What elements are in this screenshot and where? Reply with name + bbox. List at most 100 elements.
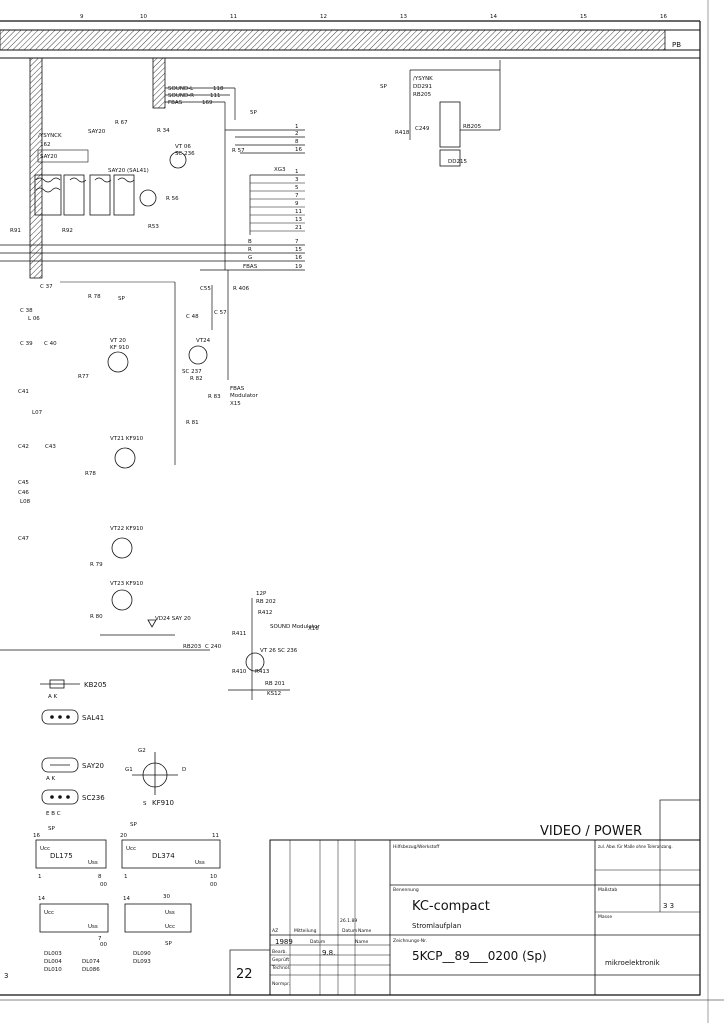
svg-text:G1: G1 [125,767,133,773]
legend-sal41: SAL41 [41,709,104,725]
svg-text:S: S [143,801,147,807]
drawing-number: 5KCP__89___0200 (Sp) [412,949,547,963]
svg-text:DL086: DL086 [82,967,100,973]
svg-text:Zeichnungs-Nr.: Zeichnungs-Nr. [393,938,427,944]
svg-text:Ucc: Ucc [165,924,175,930]
svg-text:SAY20 (SAL41): SAY20 (SAL41) [108,168,149,174]
svg-text:C45: C45 [18,480,29,486]
svg-text:14: 14 [38,896,45,902]
svg-text:3: 3 [4,972,8,980]
svg-text:R 83: R 83 [208,394,221,400]
svg-text:VT22 KF910: VT22 KF910 [110,526,144,532]
svg-text:1: 1 [38,874,42,880]
svg-text:DL374: DL374 [152,852,175,860]
svg-text:C 37: C 37 [40,284,53,290]
svg-text:Uss: Uss [88,860,98,866]
bus-label: PB [672,41,681,49]
svg-text:16: 16 [660,14,667,20]
sig-fbas: FBAS [243,264,258,270]
svg-text:9: 9 [80,14,84,20]
svg-text:L08: L08 [20,499,31,505]
title-block: VIDEO / POWER Hilfsbezug/Werkstoff zul. … [229,799,701,996]
svg-text:21: 21 [295,225,302,231]
svg-text:C 38: C 38 [20,308,33,314]
svg-text:12: 12 [320,14,327,20]
svg-text:Ucc: Ucc [44,910,54,916]
svg-text:SC236: SC236 [82,794,105,802]
svg-text:11: 11 [295,209,302,215]
svg-text:R92: R92 [62,228,73,234]
svg-text:3: 3 [295,177,299,183]
svg-text:R91: R91 [10,228,21,234]
svg-text:26.1.89: 26.1.89 [340,918,357,924]
svg-text:SAY20: SAY20 [82,762,104,770]
svg-text:R411: R411 [232,631,246,637]
svg-text:KB205: KB205 [84,681,107,689]
sig-b: B [248,239,252,245]
legend-sc236: SC236 E B C [41,789,105,817]
svg-text:Hilfsbezug/Werkstoff: Hilfsbezug/Werkstoff [393,844,440,850]
svg-text:Technol.: Technol. [271,965,290,971]
svg-text:00: 00 [100,882,107,888]
svg-text:11: 11 [212,833,219,839]
svg-text:Uss: Uss [195,860,205,866]
svg-text:1989: 1989 [275,938,293,946]
svg-text:Ucc: Ucc [40,846,50,852]
conn-sound-r: SOUND-R [168,93,194,99]
svg-text:VT 26 SC 236: VT 26 SC 236 [260,648,298,654]
svg-text:C 57: C 57 [214,310,227,316]
svg-text:3 3: 3 3 [663,902,674,910]
bus-bar-pb: PB [0,29,700,279]
svg-text:169: 169 [202,100,213,106]
svg-text:R 82: R 82 [190,376,203,382]
svg-text:SOUND Modulator: SOUND Modulator [270,624,320,630]
svg-text:Benennung: Benennung [393,887,419,893]
svg-text:X15: X15 [230,401,241,407]
svg-text:7: 7 [295,193,299,199]
circuit-green: C41 L07 C42 C43 R77 VT21 KF910 R78 [18,374,144,477]
svg-text:AZ: AZ [272,928,278,934]
svg-text:G2: G2 [138,748,146,754]
connector-labels: SOUND-L 118 SOUND-R 111 FBAS 169 5P /YSY… [38,86,257,270]
symbol-legend: KB205 A K SAL41 SAY20 A K SC236 E B C [40,679,186,817]
svg-text:Geprüft: Geprüft [272,957,289,963]
svg-text:R 79: R 79 [90,562,103,568]
svg-text:C41: C41 [18,389,29,395]
svg-text:15: 15 [580,14,587,20]
svg-text:DL074: DL074 [82,959,100,965]
svg-text:DL003: DL003 [44,951,62,957]
svg-text:Datum: Datum [342,928,357,934]
svg-text:RB203: RB203 [183,644,202,650]
ic-dd291: SP /YSYNK DD291 RB205 DD215 R418 C249 RB… [380,60,501,167]
svg-text:SP: SP [380,84,387,90]
svg-text:E B C: E B C [46,811,61,817]
svg-text:DD291: DD291 [413,84,432,90]
svg-text:C249: C249 [415,126,430,132]
svg-text:Uss: Uss [165,910,175,916]
circuit-rgb: C 37 R 78 SP C 38 L 06 C 39 C 40 VT 20 K… [20,270,259,465]
svg-text:C 39: C 39 [20,341,33,347]
svg-text:Name: Name [358,928,372,934]
svg-text:KS12: KS12 [267,691,281,697]
svg-text:RB205: RB205 [463,124,482,130]
svg-text:13: 13 [400,14,407,20]
svg-text:/YSYNK: /YSYNK [413,76,433,82]
svg-text:SP: SP [118,296,125,302]
svg-text:16: 16 [295,255,302,261]
svg-text:9: 9 [295,201,299,207]
svg-text:RB 201: RB 201 [265,681,285,687]
svg-text:14: 14 [490,14,497,20]
legend-kb205: KB205 A K [40,679,107,700]
circuit-sync: SAY20 SAY20 R 67 R 34 VT 06 SC 236 SAY20… [10,120,245,234]
svg-text:13: 13 [295,217,302,223]
svg-text:C 40: C 40 [44,341,57,347]
svg-text:R 67: R 67 [115,120,128,126]
svg-text:SAY20: SAY20 [40,154,58,160]
svg-text:FBAS: FBAS [230,386,245,392]
svg-text:C42: C42 [18,444,29,450]
svg-text:12P: 12P [256,591,267,597]
svg-text:162: 162 [40,142,51,148]
sig-r: R [248,247,252,253]
company-name: mikroelektronik [605,959,661,967]
svg-text:DL004: DL004 [44,959,62,965]
